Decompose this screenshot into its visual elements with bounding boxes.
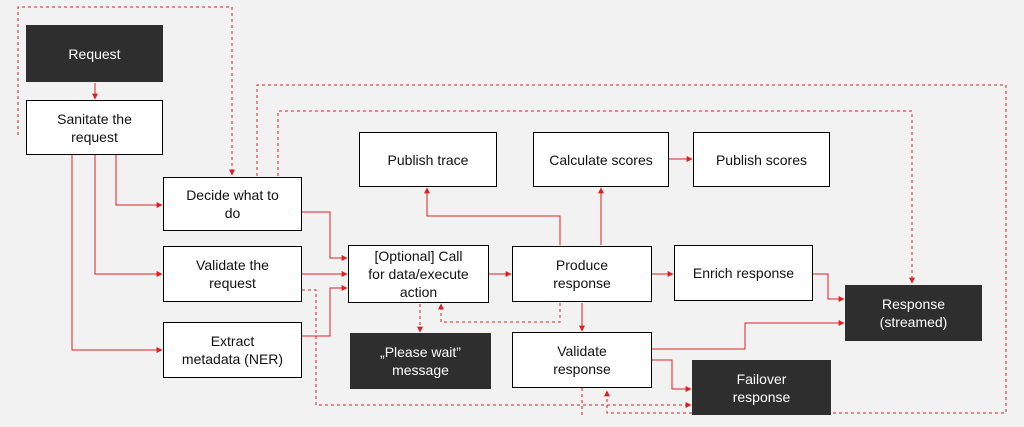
dashed-decide-to-response-inner (277, 110, 915, 284)
arrow-validate-response-to-failover (652, 359, 692, 392)
calculate-scores-node: Calculate scores (533, 132, 669, 187)
arrow-decide-to-call (302, 211, 348, 261)
publish-trace-node: Publish trace (359, 132, 497, 187)
validate-response-node: Validate response (512, 332, 652, 388)
arrow-sanitate-to-validate (94, 155, 163, 277)
validate-request-node: Validate the request (163, 246, 302, 302)
arrow-produce-to-trace (424, 187, 561, 245)
optional-call-node: [Optional] Call for data/execute action (348, 245, 489, 303)
arrow-sanitate-to-decide (115, 155, 163, 208)
arrow-validate-response-to-response (652, 320, 845, 350)
dashed-decide-to-response-outer (256, 84, 1007, 414)
decide-what-to-do-node: Decide what to do (163, 177, 302, 231)
produce-response-node: Produce response (512, 246, 652, 302)
enrich-response-node: Enrich response (674, 245, 813, 301)
dashed-produce-to-call (438, 303, 561, 323)
arrow-enrich-to-response (813, 273, 845, 302)
response-streamed-node: Response (streamed) (845, 285, 982, 341)
arrow-extract-to-call (302, 285, 348, 337)
failover-response-node: Failover response (692, 360, 831, 415)
sanitate-request-node: Sanitate the request (26, 100, 163, 155)
arrow-sanitate-to-extract (71, 155, 163, 353)
extract-metadata-node: Extract metadata (NER) (163, 322, 302, 378)
dashed-validate-to-failover (302, 289, 692, 408)
publish-scores-node: Publish scores (693, 132, 830, 187)
please-wait-message-node: „Please wait” message (350, 333, 491, 389)
dashed-top-loop-to-decide (17, 6, 235, 176)
request-node: Request (26, 25, 163, 82)
